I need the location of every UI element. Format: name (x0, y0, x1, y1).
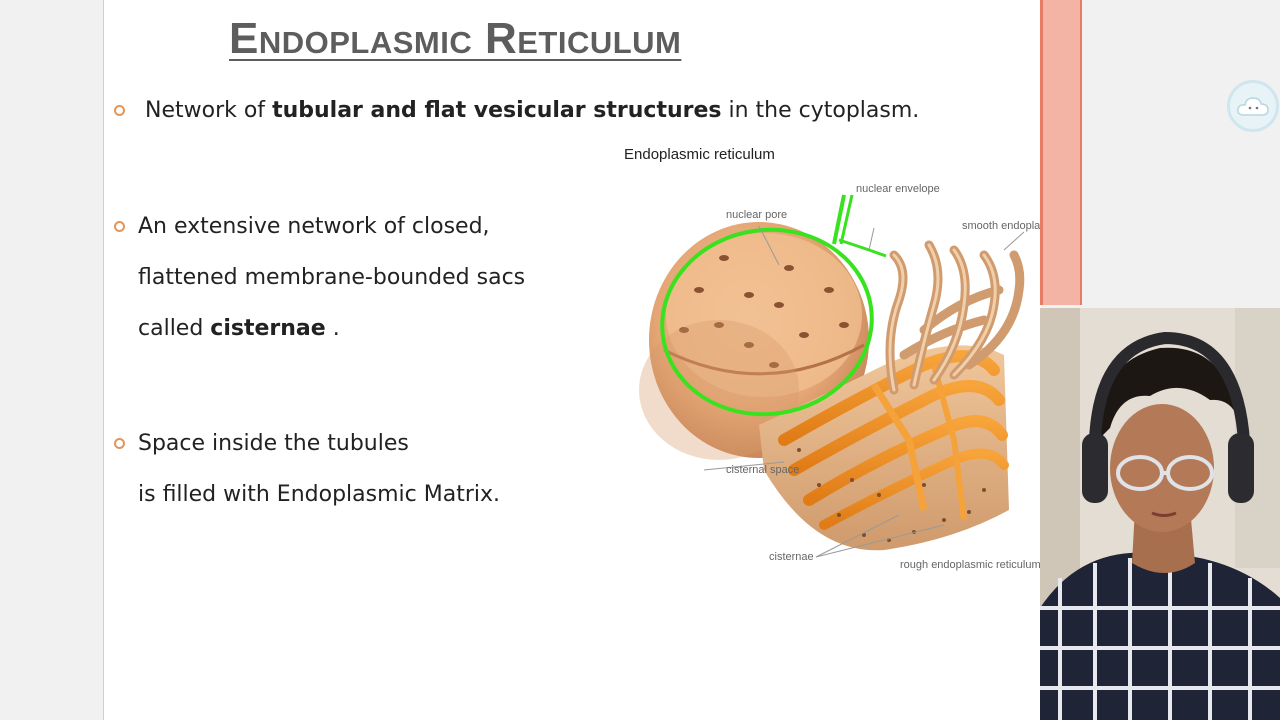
bullet-2-line-1: An extensive network of closed, (138, 214, 490, 239)
bullet-1: Network of tubular and flat vesicular st… (114, 85, 919, 136)
label-rough-er: rough endoplasmic reticulum (900, 559, 1041, 571)
bullet-marker-icon (114, 438, 125, 449)
bullet-marker-icon (114, 221, 125, 232)
bullet-2-line-3-prefix: called (138, 316, 211, 341)
bullet-2: An extensive network of closed, flattene… (114, 201, 525, 354)
bullet-3-line-1: Space inside the tubules (138, 431, 409, 456)
bullet-1-text: Network of tubular and flat vesicular st… (145, 85, 919, 136)
bullet-1-text-bold: tubular and flat vesicular structures (272, 98, 722, 123)
webcam-feed (1040, 308, 1280, 720)
bullet-2-line-3: called cisternae . (138, 303, 525, 354)
bullet-marker-icon (114, 105, 125, 116)
er-diagram: Endoplasmic reticulum (624, 140, 1041, 660)
bullet-2-line-3-suffix: . (325, 316, 340, 341)
bullet-1-text-a: Network of (145, 98, 273, 123)
bullet-2-line-3-bold: cisternae (210, 316, 326, 341)
label-cisternal-space: cisternal space (726, 464, 800, 476)
cloud-icon[interactable] (1227, 80, 1279, 132)
bullet-2-line-2: flattened membrane-bounded sacs (138, 265, 526, 290)
label-smooth-er: smooth endoplasmic reticulum (962, 220, 1041, 232)
bullet-2-text: An extensive network of closed, flattene… (138, 201, 525, 354)
bullet-1-text-c: in the cytoplasm. (721, 98, 920, 123)
cloud-glyph-icon (1237, 97, 1269, 116)
label-nuclear-envelope: nuclear envelope (856, 183, 940, 195)
presentation-slide: Endoplasmic Reticulum Network of tubular… (103, 0, 1041, 720)
er-illustration (639, 194, 1025, 558)
slide-title: Endoplasmic Reticulum (229, 14, 682, 63)
bullet-3: Space inside the tubules is filled with … (114, 418, 500, 520)
person-webcam-icon (1040, 308, 1280, 720)
bullet-3-line-2: is filled with Endoplasmic Matrix. (138, 482, 500, 507)
bullet-3-text: Space inside the tubules is filled with … (138, 418, 500, 520)
figure-title: Endoplasmic reticulum (624, 146, 775, 163)
slide-edge-decoration (1040, 0, 1082, 305)
label-nuclear-pore: nuclear pore (726, 209, 788, 221)
label-cisternae: cisternae (769, 551, 814, 563)
